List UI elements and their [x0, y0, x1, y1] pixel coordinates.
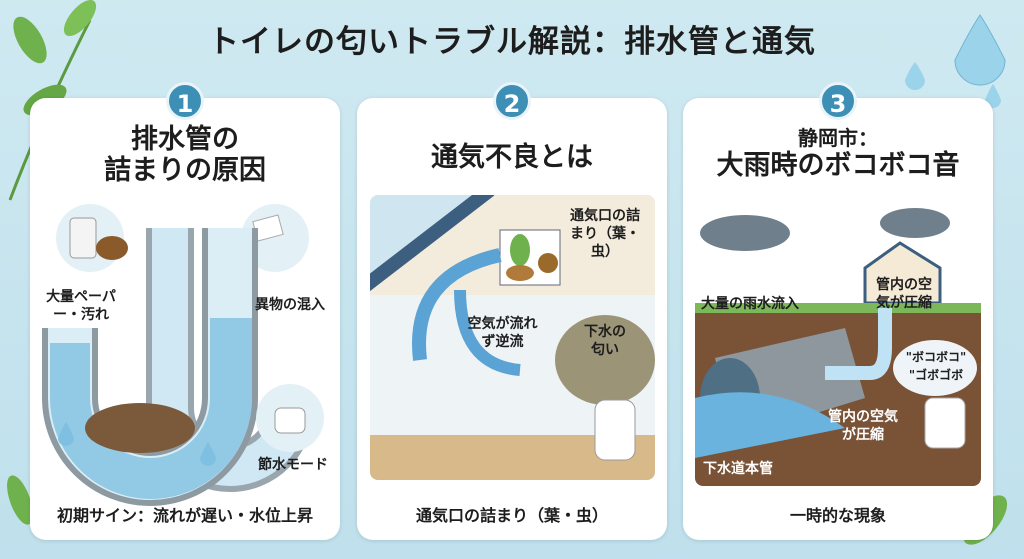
sewer-scene: 大量の雨水流入 管内の空気が圧縮 "ボコボコ" "ゴボゴボ 管内の空気が圧縮 下…: [695, 198, 981, 486]
label-vent-clog: 通気口の詰まり（葉・虫）: [570, 208, 640, 260]
label-air-compressed-pipe: 管内の空気が圧縮: [828, 409, 898, 443]
card-title-line1: 静岡市：: [798, 126, 878, 150]
label-paper-dirt: 大量ペーパー・汚れ: [46, 289, 116, 323]
step-badge: 2: [493, 82, 531, 120]
ventilation-scene: 通気口の詰まり（葉・虫） 空気が流れず逆流 下水の匂い: [370, 195, 655, 480]
card-drain-clog: 1 排水管の 詰まりの原因 大量ペーパー・汚れ 異物の混入 節水モード 初期サイ…: [30, 82, 340, 540]
label-water-saving: 節水モード: [258, 457, 328, 473]
label-main-sewer: 下水道本管: [703, 461, 773, 477]
step-badge: 1: [166, 82, 204, 120]
label-sewage-smell: 下水の匂い: [584, 324, 626, 358]
card-caption: 初期サイン：流れが遅い・水位上昇: [56, 506, 313, 525]
card-title-line2: 大雨時のボコボコ音: [716, 150, 960, 181]
label-foreign-object: 異物の混入: [255, 297, 325, 313]
page-title: トイレの匂いトラブル解説：排水管と通気: [208, 24, 816, 60]
label-gurgle-sound: "ボコボコ" "ゴボゴボ: [905, 350, 967, 382]
card-title-line1: 排水管の: [131, 124, 239, 155]
u-pipe-illustration: [42, 204, 324, 506]
card-title: 通気不良とは: [431, 142, 593, 173]
card-caption: 一時的な現象: [789, 506, 886, 525]
label-air-compressed-house: 管内の空気が圧縮: [876, 277, 932, 311]
label-rain-inflow: 大量の雨水流入: [701, 296, 799, 312]
card-title-line2: 詰まりの原因: [104, 155, 266, 186]
card-caption: 通気口の詰まり（葉・虫）: [415, 506, 608, 525]
card-heavy-rain: 3 静岡市： 大雨時のボコボコ音 大量の雨水流入 管内の空気が圧縮 "ボコボコ"…: [683, 82, 993, 540]
step-badge: 3: [819, 82, 857, 120]
card-ventilation: 2 通気不良とは 通気口の詰まり（葉・虫） 空気が流れず逆流 下水の匂い 通気口…: [357, 82, 667, 540]
label-backflow: 空気が流れず逆流: [467, 316, 538, 350]
